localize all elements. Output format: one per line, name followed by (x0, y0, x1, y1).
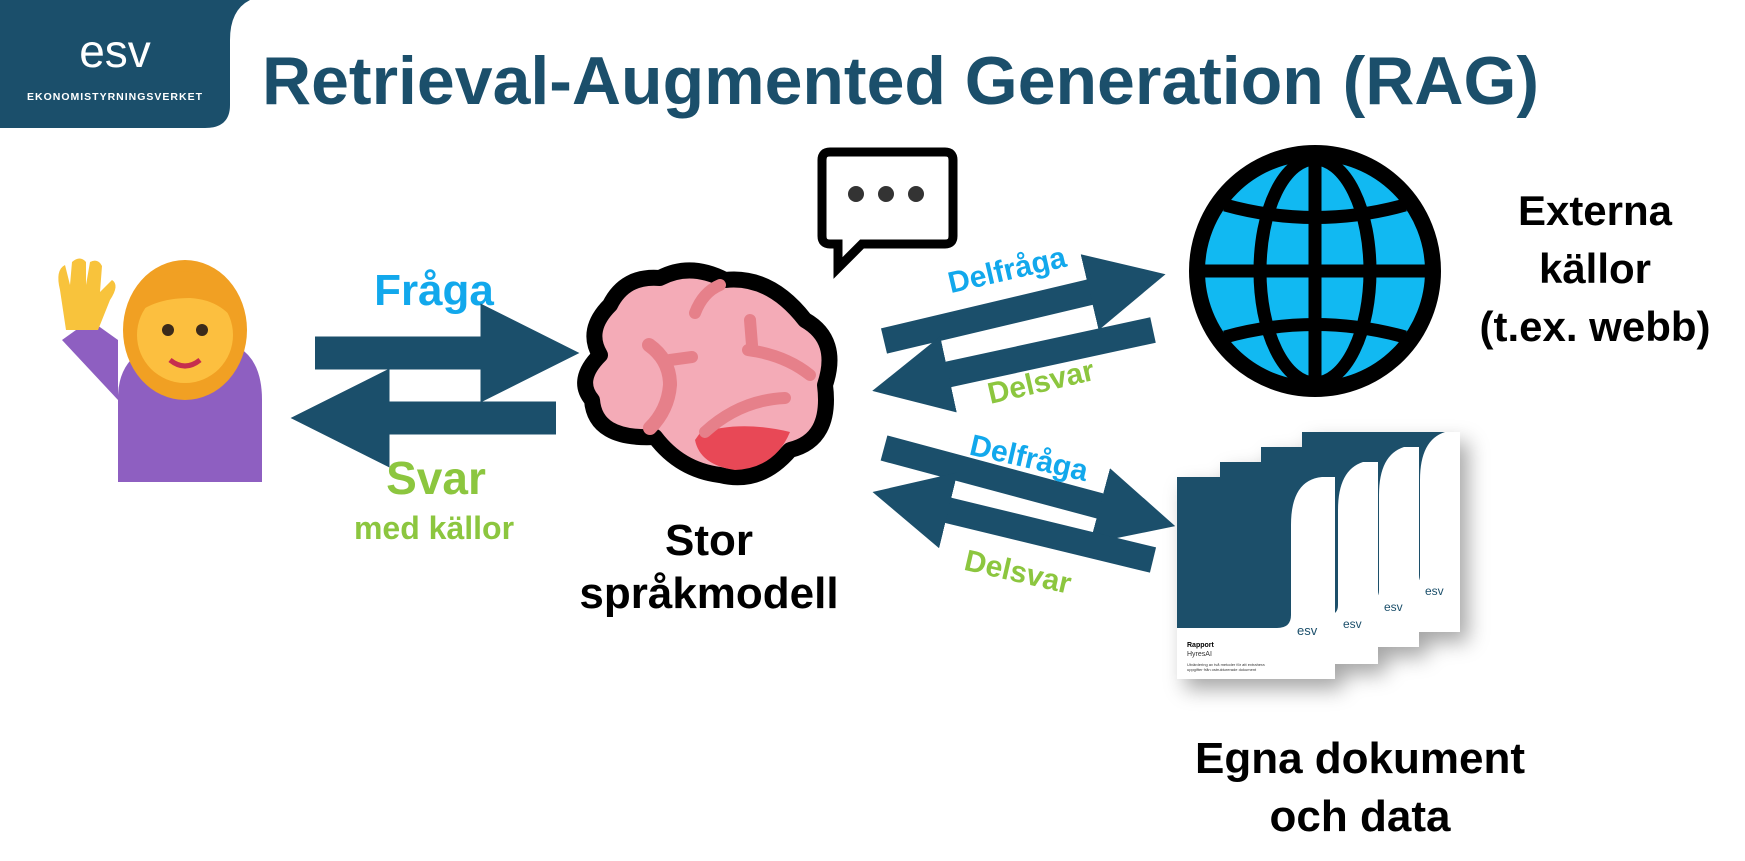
cover-subtitle: HyresAI (1187, 651, 1212, 658)
speech-bubble-icon (817, 147, 958, 279)
svg-text:esv: esv (1343, 617, 1362, 631)
documents-subquery-arrow (880, 435, 1176, 544)
svg-text:esv: esv (1425, 584, 1444, 598)
question-label: Fråga (374, 266, 494, 315)
documents-subanswer-label: Delsvar (961, 544, 1074, 601)
documents-stack-icon: esv esv esv esv Rapport HyresAI Utvärder… (1177, 432, 1460, 679)
external-subanswer-arrow (872, 317, 1156, 413)
answer-label: Svar (386, 452, 486, 504)
llm-label-line1: Stor (665, 516, 753, 565)
documents-label-line1: Egna dokument (1195, 734, 1525, 783)
documents-subanswer-arrow (872, 472, 1157, 573)
external-label-line1: Externa (1518, 187, 1673, 234)
logo-mark: esv (79, 25, 151, 77)
esv-logo: esv EKONOMISTYRNINGSVERKET (0, 0, 250, 128)
documents-label-line2: och data (1270, 792, 1451, 841)
answer-sub-label: med källor (354, 510, 514, 546)
brain-icon (577, 262, 838, 486)
cover-desc-line1: Utvärdering av två metoder för att extra… (1187, 662, 1265, 667)
person-raising-hand-icon (58, 258, 262, 482)
globe-icon (1189, 145, 1441, 397)
cover-desc-line2: uppgifter från ostrukturerade dokument (1187, 667, 1257, 672)
logo-name: EKONOMISTYRNINGSVERKET (27, 91, 203, 103)
svg-text:esv: esv (1297, 623, 1318, 638)
external-label-line3: (t.ex. webb) (1479, 303, 1710, 350)
llm-label-line2: språkmodell (579, 569, 838, 618)
page-title: Retrieval-Augmented Generation (RAG) (262, 43, 1539, 119)
external-subquery-arrow (880, 254, 1166, 354)
external-label-line2: källor (1539, 245, 1651, 292)
cover-title: Rapport (1187, 642, 1215, 649)
svg-text:esv: esv (1384, 600, 1403, 614)
